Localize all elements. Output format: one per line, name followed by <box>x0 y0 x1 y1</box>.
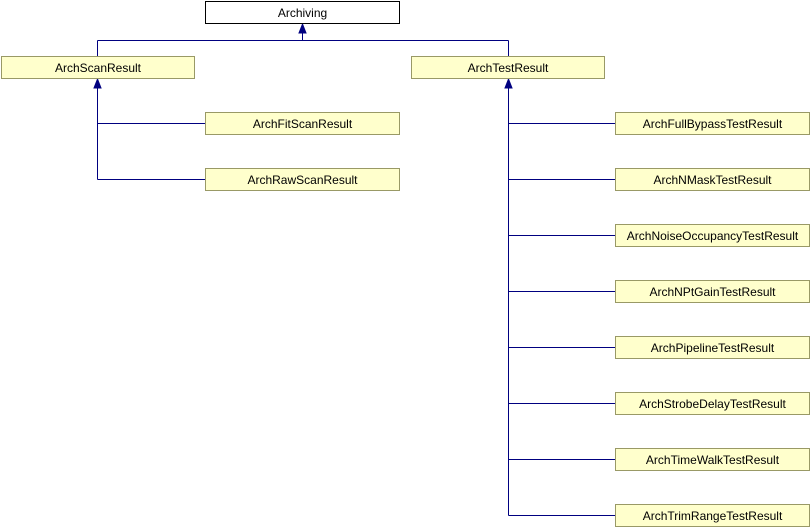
class-node-arch-n-mask-test-result-label: ArchNMaskTestResult <box>653 173 772 187</box>
arrowhead-arch-scan-result <box>93 77 102 89</box>
class-node-archiving-box <box>205 1 400 24</box>
class-node-archiving-label: Archiving <box>278 6 327 20</box>
class-node-arch-test-result-label: ArchTestResult <box>468 61 549 75</box>
inheritance-edges <box>93 22 616 516</box>
class-node-arch-n-mask-test-result[interactable]: ArchNMaskTestResult <box>615 168 810 191</box>
class-node-arch-noise-occupancy-test-result-label: ArchNoiseOccupancyTestResult <box>627 229 799 243</box>
class-node-arch-strobe-delay-test-result-label: ArchStrobeDelayTestResult <box>639 397 786 411</box>
class-node-arch-fit-scan-result[interactable]: ArchFitScanResult <box>205 112 400 135</box>
class-node-arch-time-walk-test-result[interactable]: ArchTimeWalkTestResult <box>615 448 810 471</box>
class-node-arch-scan-result[interactable]: ArchScanResult <box>1 56 195 79</box>
class-node-arch-n-pt-gain-test-result-label: ArchNPtGainTestResult <box>649 285 776 299</box>
arrowhead-archiving <box>298 22 307 34</box>
class-node-arch-test-result[interactable]: ArchTestResult <box>411 56 605 79</box>
class-node-arch-raw-scan-result-label: ArchRawScanResult <box>247 173 358 187</box>
class-node-archiving[interactable]: Archiving <box>205 1 400 24</box>
class-node-arch-scan-result-label: ArchScanResult <box>55 61 142 75</box>
class-node-arch-scan-result-box <box>1 56 195 79</box>
class-node-arch-pipeline-test-result[interactable]: ArchPipelineTestResult <box>615 336 810 359</box>
class-node-arch-fit-scan-result-box <box>205 112 400 135</box>
class-node-arch-test-result-box <box>411 56 605 79</box>
class-node-arch-full-bypass-test-result[interactable]: ArchFullBypassTestResult <box>615 112 810 135</box>
class-node-arch-fit-scan-result-label: ArchFitScanResult <box>253 117 353 131</box>
class-node-arch-full-bypass-test-result-label: ArchFullBypassTestResult <box>643 117 783 131</box>
class-node-arch-raw-scan-result-box <box>205 168 400 191</box>
class-node-arch-pipeline-test-result-label: ArchPipelineTestResult <box>651 341 775 355</box>
class-node-arch-time-walk-test-result-label: ArchTimeWalkTestResult <box>646 453 780 467</box>
class-node-arch-raw-scan-result[interactable]: ArchRawScanResult <box>205 168 400 191</box>
class-node-arch-noise-occupancy-test-result[interactable]: ArchNoiseOccupancyTestResult <box>615 224 810 247</box>
class-node-arch-strobe-delay-test-result[interactable]: ArchStrobeDelayTestResult <box>615 392 810 415</box>
class-node-arch-trim-range-test-result[interactable]: ArchTrimRangeTestResult <box>615 504 810 527</box>
class-node-arch-n-pt-gain-test-result[interactable]: ArchNPtGainTestResult <box>615 280 810 303</box>
arrowhead-arch-test-result <box>504 77 513 89</box>
class-node-arch-trim-range-test-result-label: ArchTrimRangeTestResult <box>643 509 783 523</box>
